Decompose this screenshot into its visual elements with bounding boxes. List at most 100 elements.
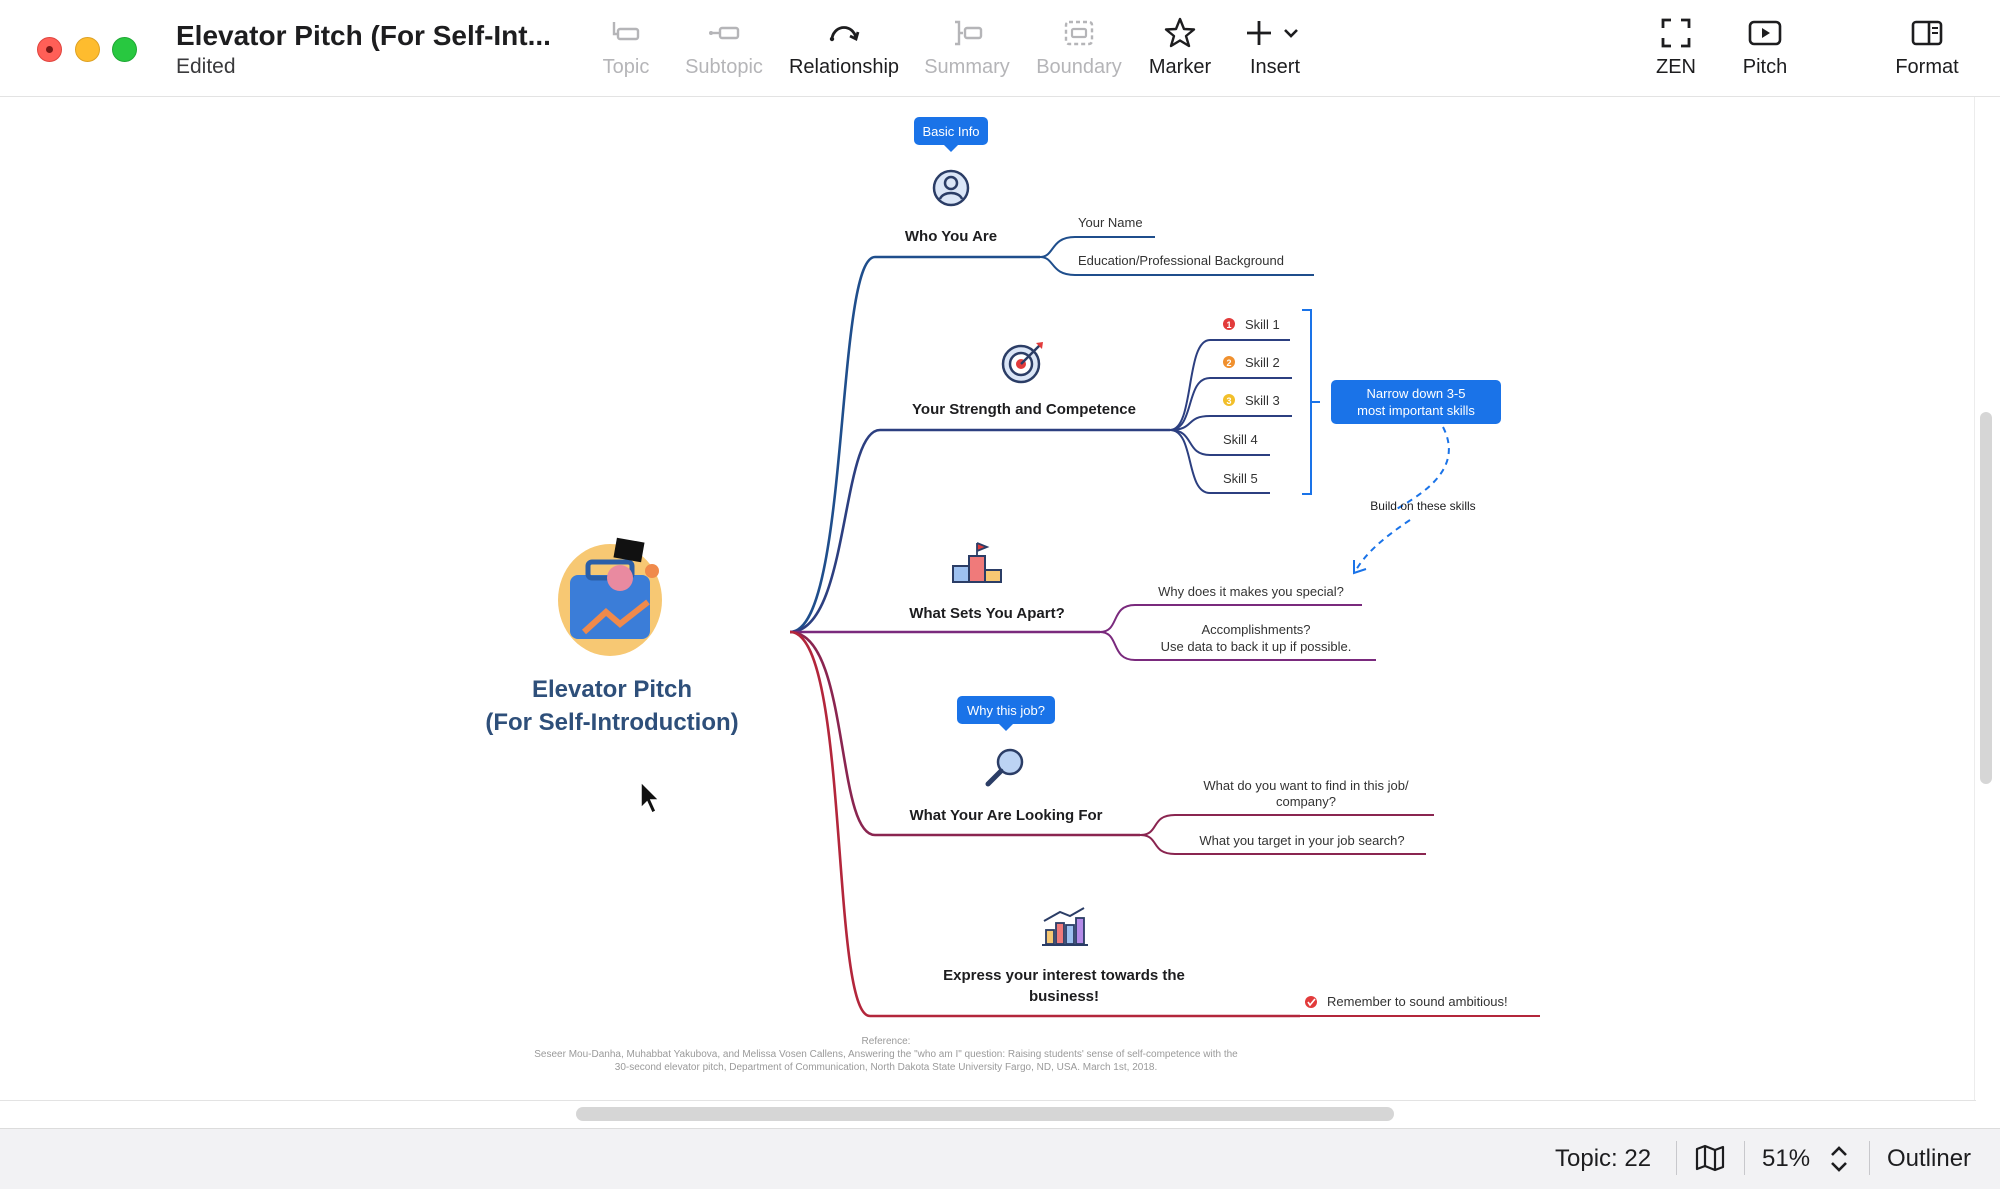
subtopic-skill-3[interactable]: Skill 3: [1245, 393, 1280, 408]
summary-button[interactable]: Summary: [922, 16, 1012, 82]
status-divider: [1869, 1141, 1870, 1175]
boundary-icon: [1064, 20, 1094, 46]
subtopic-button[interactable]: Subtopic: [680, 16, 768, 82]
document-title[interactable]: Elevator Pitch (For Self-Int...: [176, 20, 551, 51]
boundary-button[interactable]: Boundary: [1034, 16, 1124, 82]
branch-line-looking: [789, 630, 1140, 837]
connector-find: [1139, 814, 1434, 836]
connector-skill3: [1169, 415, 1292, 431]
subtopic-accomplishments-line2[interactable]: Use data to back it up if possible.: [1161, 639, 1352, 654]
priority-2-digit: 2: [1226, 358, 1231, 368]
subtopic-accomplishments-line1[interactable]: Accomplishments?: [1201, 622, 1310, 637]
connector-target: [1139, 834, 1426, 855]
briefcase-illustration: [558, 537, 662, 656]
summary-line2: most important skills: [1357, 403, 1475, 418]
topic-interest-line1[interactable]: Express your interest towards the: [943, 967, 1185, 984]
check-icon: [1305, 996, 1317, 1008]
summary-label: Summary: [924, 56, 1010, 78]
mouse-cursor: [640, 780, 661, 815]
vertical-scrollbar[interactable]: [1980, 412, 1992, 784]
insert-button[interactable]: Insert: [1240, 16, 1310, 82]
topic-label: Topic: [602, 56, 650, 78]
horizontal-scrollbar[interactable]: [576, 1107, 1394, 1121]
reference-heading[interactable]: Reference:: [862, 1036, 911, 1047]
relationship-line-tail: [1355, 519, 1411, 571]
marker-button[interactable]: Marker: [1146, 16, 1214, 82]
subtopic-your-name[interactable]: Your Name: [1078, 215, 1143, 230]
summary-narrow-down[interactable]: Narrow down 3-5 most important skills: [1331, 380, 1501, 424]
priority-3-icon: [1223, 394, 1235, 406]
connector-special: [1099, 604, 1362, 633]
check-mark: [1307, 998, 1316, 1007]
pitch-label: Pitch: [1742, 56, 1788, 78]
zoom-level[interactable]: 51%: [1762, 1145, 1811, 1172]
pitch-button[interactable]: Pitch: [1735, 16, 1795, 82]
subtopic-skill-2[interactable]: Skill 2: [1245, 355, 1280, 370]
reference-line2[interactable]: 30-second elevator pitch, Department of …: [615, 1062, 1157, 1073]
topic-who-you-are[interactable]: Who You Are: [905, 228, 997, 245]
sidebar-panel-icon: [1911, 20, 1943, 46]
subtopic-ambitious[interactable]: Remember to sound ambitious!: [1327, 994, 1508, 1009]
close-window-button[interactable]: [37, 37, 62, 62]
relationship-arrowhead: [1353, 560, 1367, 575]
topic-what-sets-you-apart[interactable]: What Sets You Apart?: [909, 605, 1065, 622]
format-label: Format: [1895, 56, 1959, 78]
target-icon: [1001, 342, 1043, 384]
callout-basic-info[interactable]: Basic Info: [914, 117, 988, 152]
topic-count: Topic: 22: [1555, 1145, 1652, 1172]
subtopic-skill-1[interactable]: Skill 1: [1245, 317, 1280, 332]
magnifier-icon: [985, 748, 1024, 787]
outliner-button[interactable]: Outliner: [1887, 1145, 1972, 1172]
title-bar: Elevator Pitch (For Self-Int... Edited T…: [0, 0, 2000, 97]
fullscreen-icon: [1661, 18, 1691, 48]
relationship-label: Relationship: [788, 56, 900, 78]
subtopic-label: Subtopic: [685, 56, 763, 78]
reference-line1[interactable]: Seseer Mou-Danha, Muhabbat Yakubova, and…: [534, 1049, 1238, 1060]
relationship-button[interactable]: Relationship: [788, 16, 900, 82]
summary-icon: [955, 20, 983, 46]
subtopic-special[interactable]: Why does it makes you special?: [1158, 584, 1344, 599]
mind-map: Elevator Pitch (For Self-Introduction) B…: [485, 117, 1540, 1073]
zen-button[interactable]: ZEN: [1648, 16, 1704, 82]
priority-1-icon: [1223, 318, 1235, 330]
topic-what-looking-for[interactable]: What Your Are Looking For: [909, 807, 1102, 824]
subtopic-icon: [709, 26, 740, 40]
priority-1-digit: 1: [1226, 320, 1231, 330]
minimize-window-button[interactable]: [75, 37, 100, 62]
subtopic-skill-4[interactable]: Skill 4: [1223, 432, 1258, 447]
mind-map-canvas[interactable]: [0, 97, 2000, 1100]
topic-interest-line2[interactable]: business!: [1029, 988, 1099, 1005]
connector-education: [1039, 256, 1314, 276]
connector-skill4: [1169, 429, 1270, 456]
subtopic-find-line1[interactable]: What do you want to find in this job/: [1203, 778, 1409, 793]
status-bar: Topic: 22 51% Outliner: [0, 1128, 2000, 1189]
status-divider: [1744, 1141, 1745, 1175]
relationship-line[interactable]: [1394, 426, 1450, 511]
central-topic-line1[interactable]: Elevator Pitch: [532, 676, 692, 703]
callout-why-this-job[interactable]: Why this job?: [957, 696, 1055, 731]
maximize-window-button[interactable]: [112, 37, 137, 62]
subtopic-skill-5[interactable]: Skill 5: [1223, 471, 1258, 486]
vertical-scroll-track: [1974, 97, 1975, 1101]
topic-button[interactable]: Topic: [596, 16, 656, 82]
subtopic-target[interactable]: What you target in your job search?: [1199, 833, 1404, 848]
connector-skill5: [1169, 429, 1270, 494]
summary-bracket: [1302, 309, 1320, 495]
connector-skill2: [1169, 377, 1292, 431]
relationship-label[interactable]: Build on these skills: [1370, 499, 1475, 513]
priority-2-icon: [1223, 356, 1235, 368]
canvas-bottom-border: [0, 1100, 1976, 1101]
callout-why-this-job-text: Why this job?: [967, 703, 1045, 718]
central-topic-line2[interactable]: (For Self-Introduction): [485, 709, 738, 736]
zoom-stepper-icon[interactable]: [1828, 1143, 1850, 1175]
summary-line1: Narrow down 3-5: [1367, 386, 1466, 401]
priority-3-digit: 3: [1226, 396, 1231, 406]
branch-line-interest: [789, 630, 1300, 1018]
format-button[interactable]: Format: [1892, 16, 1962, 82]
subtopic-find-line2[interactable]: company?: [1276, 794, 1336, 809]
subtopic-education[interactable]: Education/Professional Background: [1078, 253, 1284, 268]
boundary-label: Boundary: [1036, 56, 1122, 78]
map-book-icon[interactable]: [1694, 1143, 1726, 1173]
connector-skill1: [1169, 339, 1290, 431]
topic-strength[interactable]: Your Strength and Competence: [912, 401, 1136, 418]
